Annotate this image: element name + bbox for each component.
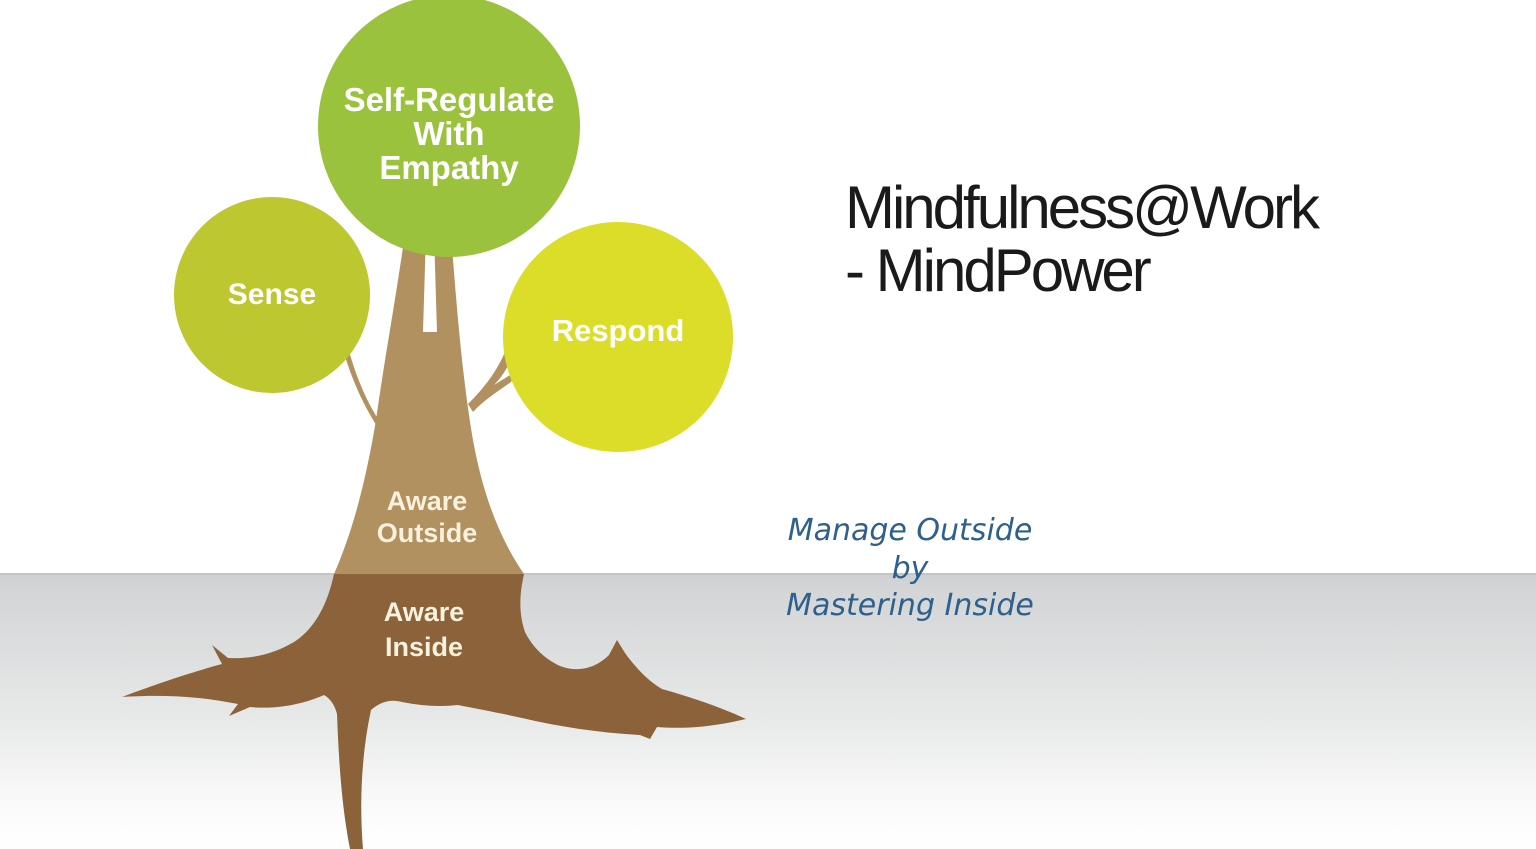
slide-title: Mindfulness@Work - MindPower: [845, 174, 1320, 304]
leaf-label-respond: Respond: [551, 313, 685, 348]
leaf-circle-self-regulate: Self-Regulate With Empathy: [318, 0, 580, 257]
tagline: Manage Outside by Mastering Inside: [786, 513, 1034, 623]
trunk-shape: [334, 233, 524, 574]
roots-shape: [122, 574, 746, 849]
leaf-label-sense: Sense: [227, 278, 317, 311]
tree-graphic: [122, 233, 746, 849]
leaf-label-self-regulate: Self-Regulate With Empathy: [343, 80, 555, 187]
leaf-circle-sense: Sense: [174, 197, 370, 393]
leaf-circle-respond: Respond: [503, 222, 733, 452]
trunk-label-aware-outside: Aware Outside: [376, 486, 478, 548]
ground-band: [0, 573, 1536, 849]
trunk-label-aware-inside: Aware Inside: [383, 597, 465, 663]
